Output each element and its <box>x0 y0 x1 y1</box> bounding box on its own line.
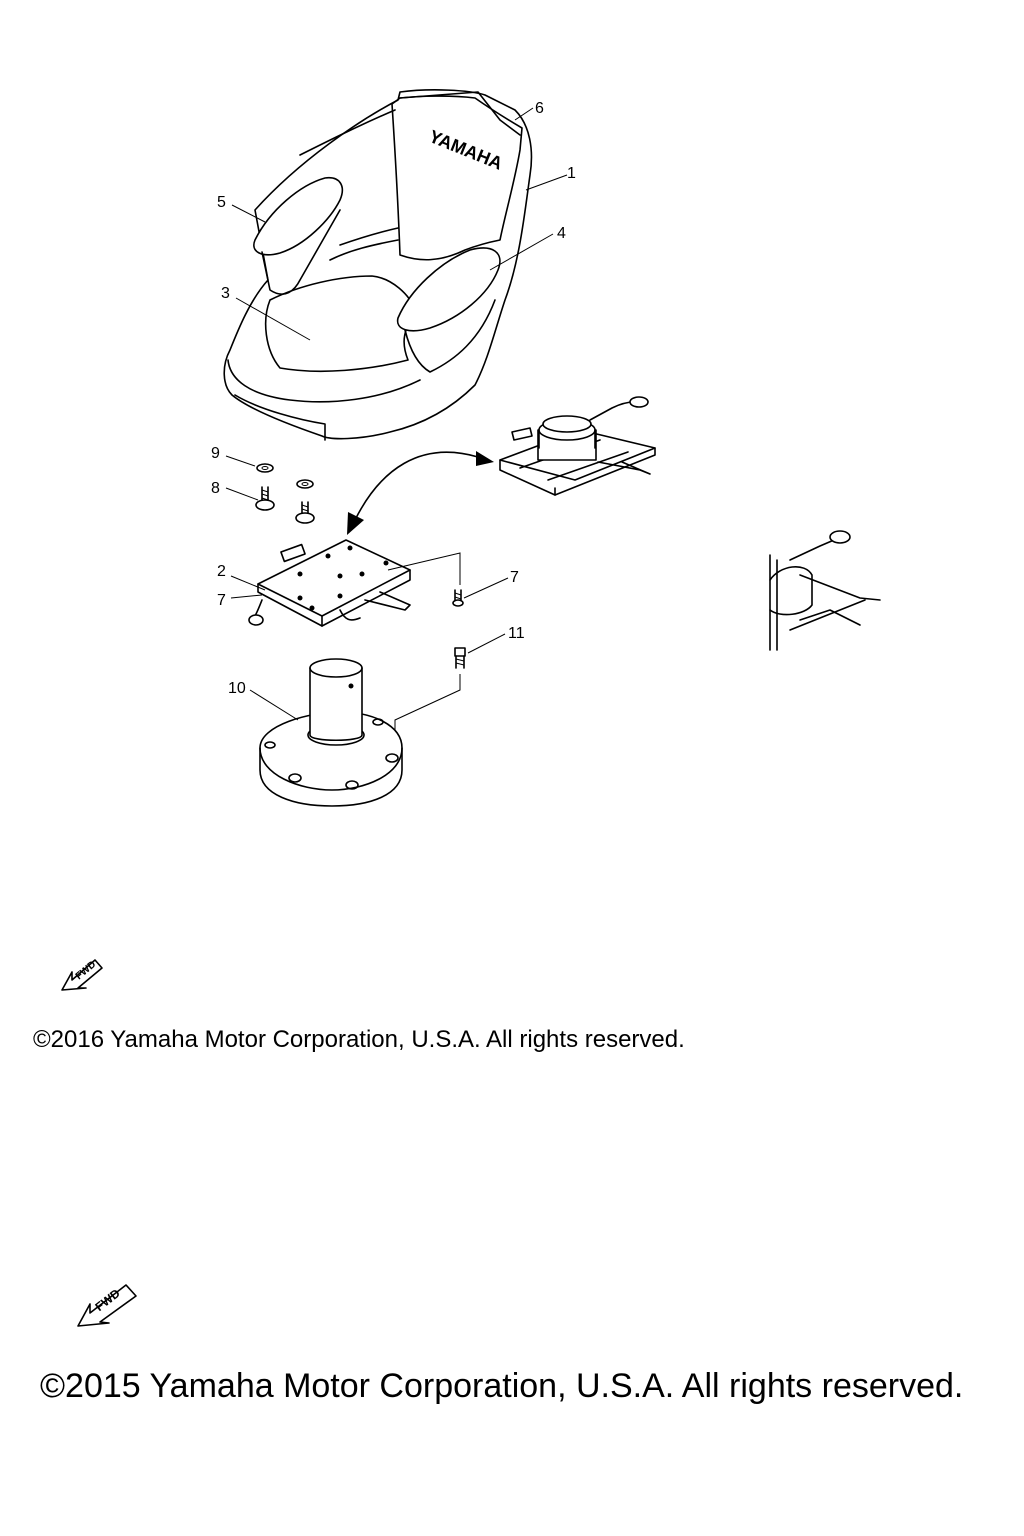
swivel-mount-detail <box>499 396 656 496</box>
bolt-11 <box>394 647 466 740</box>
callout-8: 8 <box>211 480 220 497</box>
copyright-2015: ©2015 Yamaha Motor Corporation, U.S.A. A… <box>40 1367 964 1405</box>
callout-7-left: 7 <box>217 592 226 609</box>
seat-assembly: YAMAHA <box>223 89 533 441</box>
swivel-zoom-detail <box>769 530 881 651</box>
callout-4: 4 <box>557 225 566 242</box>
seat-brand-logo: YAMAHA <box>426 126 505 174</box>
callout-7-right: 7 <box>510 569 519 586</box>
copyright-2016: ©2016 Yamaha Motor Corporation, U.S.A. A… <box>33 1026 685 1053</box>
bolt-7 <box>452 589 464 607</box>
callout-3: 3 <box>221 285 230 302</box>
leader-lines <box>225 107 568 721</box>
fasteners-8-9 <box>255 463 315 524</box>
swivel-plate <box>248 539 461 627</box>
callout-1: 1 <box>567 165 576 182</box>
callout-9: 9 <box>211 445 220 462</box>
callout-6: 6 <box>535 100 544 117</box>
fwd-arrow-icon-large: FWD <box>77 1284 137 1327</box>
plate-holes <box>297 545 389 611</box>
pedestal-base <box>259 658 403 807</box>
callout-10: 10 <box>228 680 246 697</box>
assembly-arrow <box>347 451 494 535</box>
callout-labels: 1 2 3 4 5 6 7 7 8 9 10 11 <box>211 100 576 697</box>
callout-5: 5 <box>217 194 226 211</box>
fwd-arrow-icon: FWD <box>61 959 103 991</box>
callout-11: 11 <box>508 625 525 642</box>
callout-2: 2 <box>217 563 226 580</box>
